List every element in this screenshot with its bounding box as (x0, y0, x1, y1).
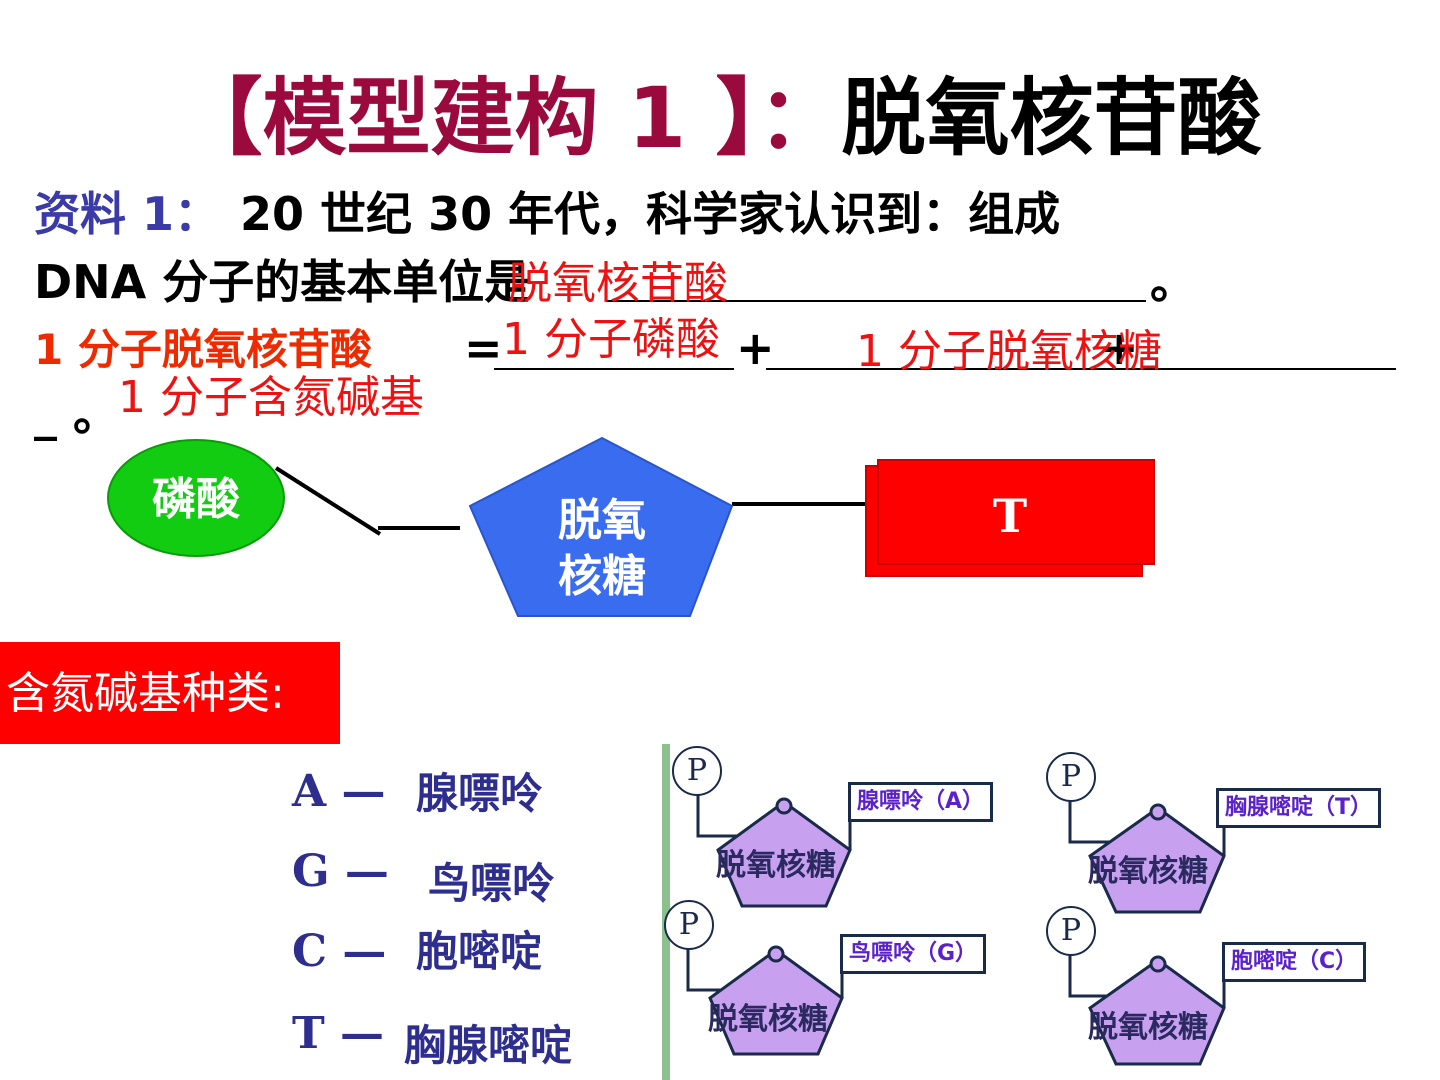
sugar-pentagon (468, 436, 734, 617)
divider (662, 744, 670, 1080)
bond-line-1 (274, 466, 382, 536)
base-letter-g: G — (292, 846, 389, 897)
pentagon-a (716, 800, 852, 908)
ring-t (1149, 803, 1167, 821)
base-types-header: 含氮碱基种类: (6, 668, 285, 719)
title-part-2: 脱氧核苷酸 (841, 69, 1262, 167)
base-rect (877, 459, 1155, 565)
answer-phosphate: 1 分子磷酸 (502, 314, 720, 365)
base-name-c: 胞嘧啶 (416, 927, 543, 976)
plus-2: + (1100, 321, 1139, 375)
nucleotide-diagram (107, 436, 1155, 617)
answer-base: 1 分子含氮碱基 (118, 372, 424, 423)
answer-nucleotide: 脱氧核苷酸 (508, 258, 728, 309)
period-1: 。 (1150, 255, 1196, 309)
blank-line-3 (766, 368, 1396, 370)
phosphate-label: 磷酸 (152, 474, 240, 525)
base-name-g: 鸟嘌呤 (428, 859, 555, 908)
pentagon-c (1088, 958, 1226, 1066)
base-name-t: 胸腺嘧啶 (404, 1021, 573, 1070)
ring-g (767, 945, 785, 963)
base-types-header-box (0, 642, 340, 744)
base-letter-c: C — (292, 926, 387, 977)
sugar-label-a: 脱氧核糖 (716, 848, 836, 883)
equation-equals: = (464, 321, 503, 375)
sugar-label-c: 脱氧核糖 (1088, 1010, 1208, 1045)
nucleotide-structures (686, 792, 1226, 1066)
base-label: T (992, 489, 1028, 543)
sugar-label-g: 脱氧核糖 (708, 1002, 828, 1037)
sugar-label-t: 脱氧核糖 (1088, 854, 1208, 889)
material-text-2: DNA 分子的基本单位是 (34, 255, 531, 309)
phosphate-circle-t: P (1046, 752, 1096, 802)
material-line-1: 资料 1： 20 世纪 30 年代，科学家认识到：组成 (34, 184, 1060, 244)
ring-c (1149, 955, 1167, 973)
blank-line-1 (606, 300, 1146, 302)
pentagon-g (708, 948, 844, 1056)
answer-sugar: 1 分子脱氧核糖 (856, 326, 1162, 377)
base-label-c: 胞嘧啶（C） (1222, 942, 1367, 982)
blank-line-2 (494, 368, 734, 370)
title-part-1: 【模型建构 1 】： (178, 69, 842, 167)
equation-left: 1 分子脱氧核苷酸 (34, 325, 372, 374)
page-title: 【模型建构 1 】：脱氧核苷酸 (0, 68, 1440, 168)
base-name-a: 腺嘌呤 (416, 769, 543, 818)
material-text-1: 20 世纪 30 年代，科学家认识到：组成 (240, 187, 1061, 241)
plus-1: + (736, 321, 775, 375)
base-letter-t: T — (292, 1008, 385, 1059)
phosphate-circle-g: P (664, 900, 714, 950)
base-letter-a: A — (292, 766, 386, 817)
sugar-label-2: 核糖 (558, 551, 646, 602)
base-label-t: 胸腺嘧啶（T） (1216, 788, 1382, 828)
sugar-label-1: 脱氧 (558, 495, 646, 546)
pentagon-t (1088, 806, 1226, 914)
ring-a (775, 797, 793, 815)
line-4-start: _ 。 (34, 387, 120, 441)
material-line-2: DNA 分子的基本单位是 (34, 250, 530, 314)
phosphate-circle-a: P (672, 746, 722, 796)
base-label-g: 鸟嘌呤（G） (840, 934, 987, 974)
base-label-a: 腺嘌呤（A） (848, 782, 994, 822)
phosphate-ellipse (107, 439, 285, 557)
phosphate-circle-c: P (1046, 906, 1096, 956)
material-label: 资料 1： (34, 187, 221, 241)
